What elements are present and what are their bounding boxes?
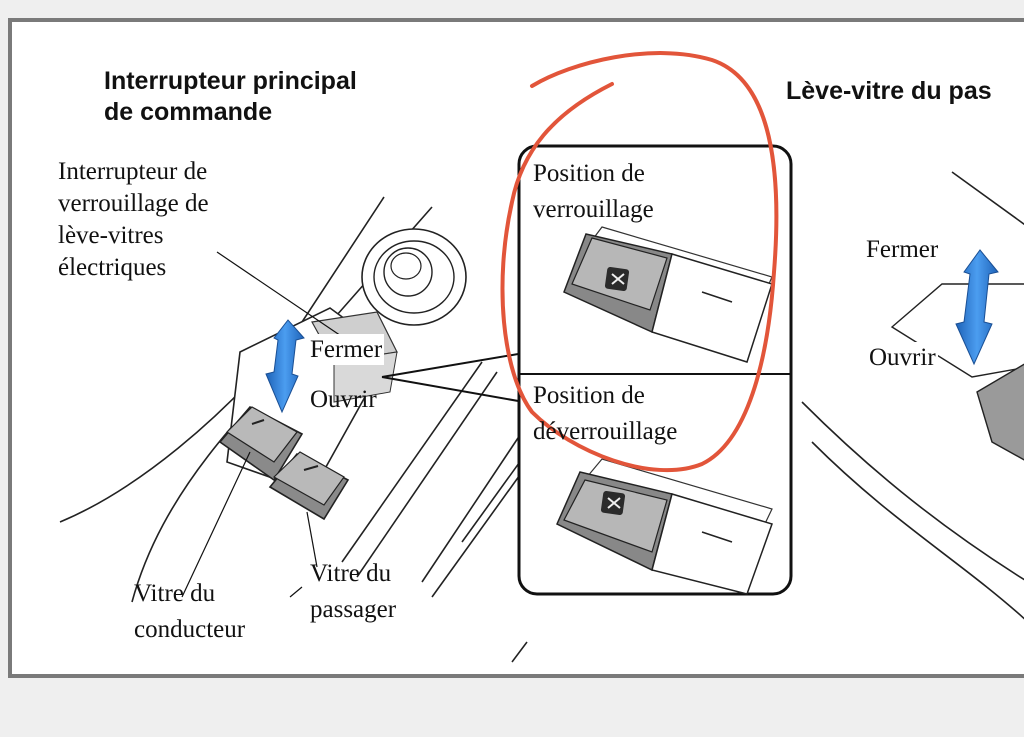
unlock-position-label-line2: déverrouillage <box>533 418 678 445</box>
lock-position-label: Position de verrouillage <box>533 156 654 228</box>
lock-icon <box>611 273 625 285</box>
passenger-window-label-line1: Vitre du <box>310 560 392 587</box>
passenger-door-lines <box>801 171 1024 620</box>
unlock-position-label-line1: Position de <box>533 382 645 409</box>
switch-illustration <box>59 51 1024 663</box>
close-label-main: Fermer <box>308 334 385 365</box>
open-label-main: Ouvrir <box>310 386 377 413</box>
open-label-passenger: Ouvrir <box>869 342 938 373</box>
main-switch-heading-line1: Interrupteur principal <box>104 67 357 95</box>
mirror-knob <box>361 228 467 326</box>
lock-switch-label-line4: électriques <box>58 254 167 281</box>
passenger-switch <box>890 283 1024 461</box>
lock-switch-label: Interrupteur de verrouillage de lève-vit… <box>58 156 209 284</box>
leader-lines <box>181 251 351 598</box>
driver-window-label-line1: Vitre du <box>134 580 216 607</box>
main-switch-heading-line2: de commande <box>104 98 273 126</box>
annotation-circle <box>500 51 779 473</box>
unlock-position-label: Position de déverrouillage <box>533 378 677 450</box>
main-switch-heading: Interrupteur principal de commande <box>104 66 357 128</box>
locked-switch <box>563 226 773 363</box>
up-down-arrow-icon <box>265 319 305 414</box>
lock-switch-label-line2: verrouillage de <box>58 190 209 217</box>
passenger-lifter-heading: Lève-vitre du pas <box>786 77 992 105</box>
close-label-passenger: Fermer <box>866 236 939 263</box>
passenger-window-label-line2: passager <box>310 596 397 623</box>
unlocked-switch <box>556 458 773 595</box>
passenger-up-down-arrow-icon <box>955 249 999 366</box>
callout-pointer <box>381 352 525 403</box>
window-buttons <box>218 405 350 521</box>
lock-position-label-line2: verrouillage <box>533 196 654 223</box>
lock-switch-label-line3: lève-vitres <box>58 222 164 249</box>
driver-window-label-line2: conducteur <box>134 616 246 643</box>
driver-window-label: Vitre du conducteur <box>134 576 245 648</box>
passenger-window-label: Vitre du passager <box>310 556 396 628</box>
lock-position-label-line1: Position de <box>533 160 645 187</box>
diagram-frame: Interrupteur principal de commande Lève-… <box>8 18 1024 678</box>
lock-switch-label-line1: Interrupteur de <box>58 158 208 185</box>
